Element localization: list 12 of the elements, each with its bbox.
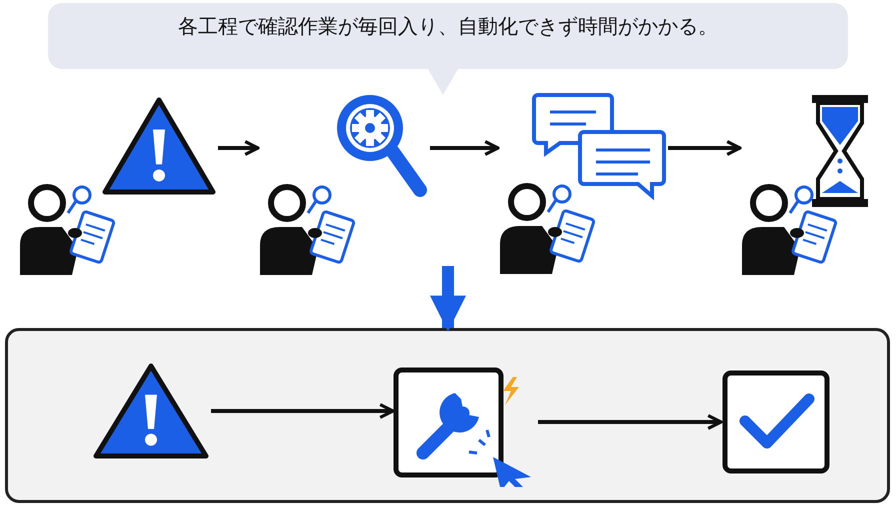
- arrow: [668, 140, 742, 156]
- inspector-warning-drawing: [18, 95, 218, 277]
- arrow: [218, 140, 260, 156]
- arrow: [430, 140, 500, 156]
- result-panel: [5, 328, 890, 503]
- bubble-text: 各工程で確認作業が毎回入り、自動化できず時間がかかる。: [177, 13, 719, 39]
- inspector-chat-drawing: [498, 92, 668, 277]
- warning-icon: [91, 361, 211, 461]
- arrow: [538, 414, 723, 430]
- arrow: [211, 403, 395, 419]
- arrow: [430, 266, 466, 332]
- speech-bubble: [48, 3, 848, 95]
